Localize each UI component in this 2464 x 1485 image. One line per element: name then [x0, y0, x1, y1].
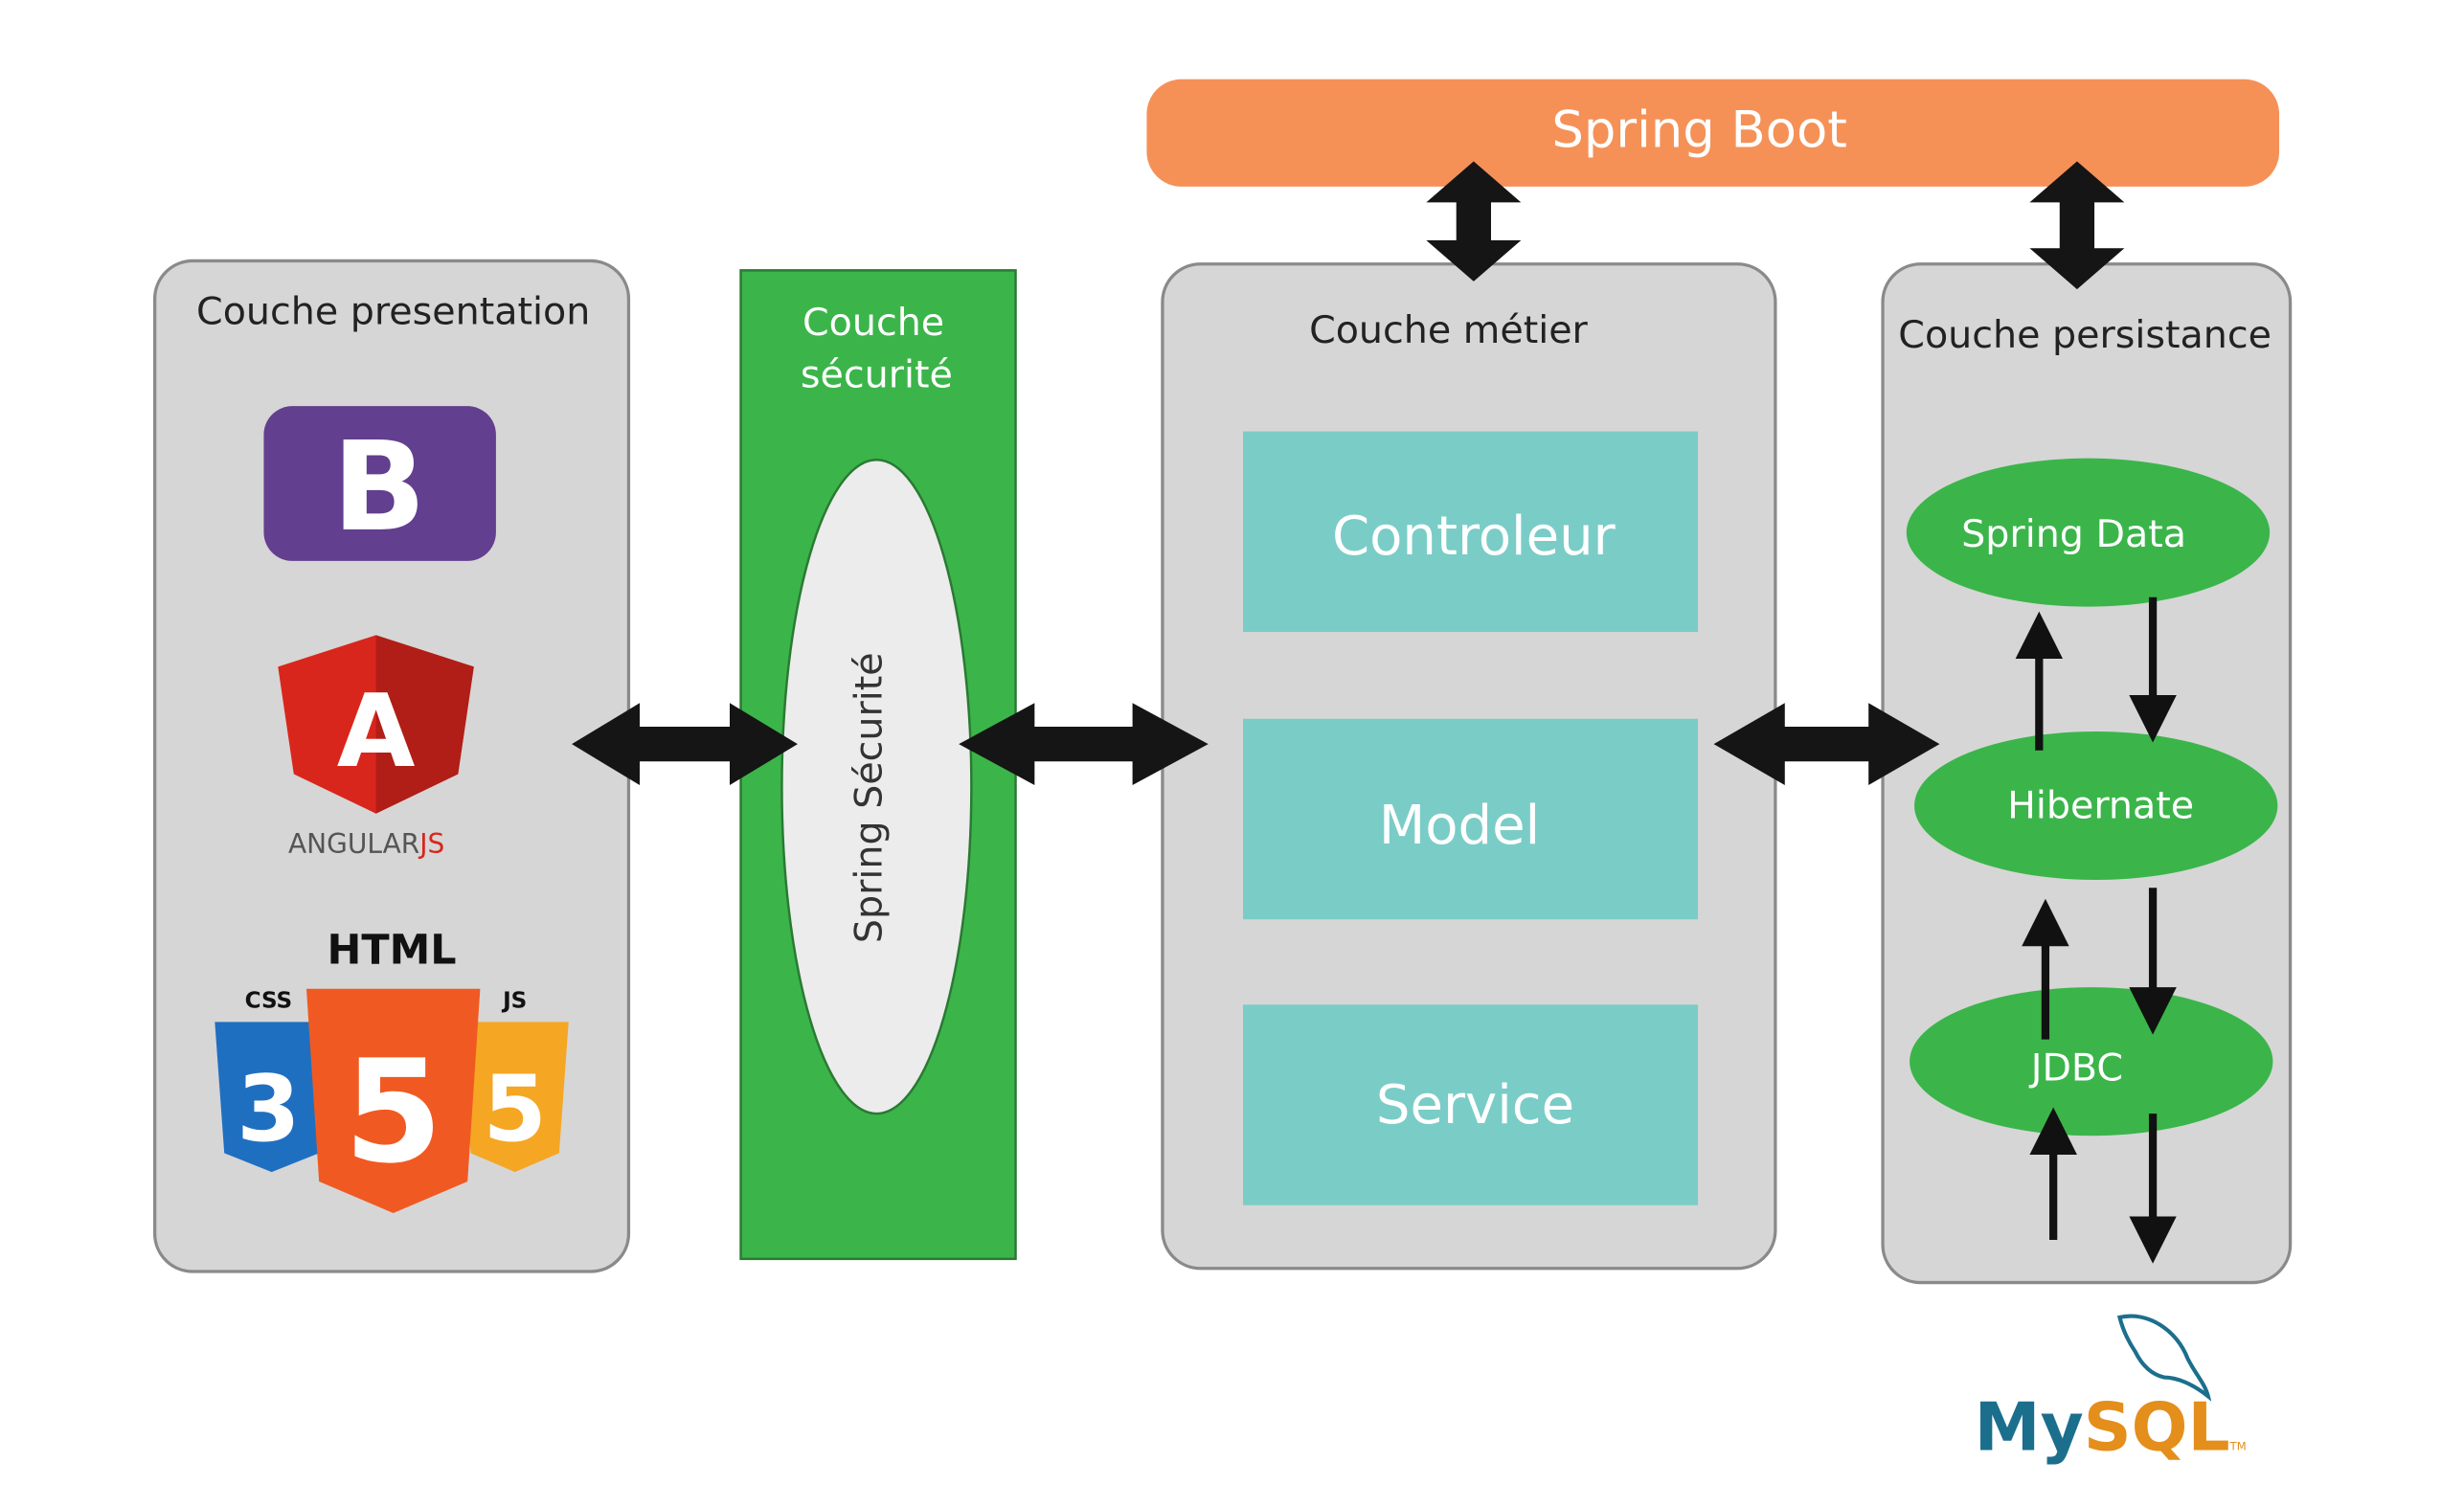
bootstrap-logo: B [263, 406, 496, 561]
mysql-tm: TM [2229, 1439, 2247, 1452]
model-box [1243, 718, 1699, 920]
bootstrap-letter: B [332, 416, 426, 559]
spring-boot-label: Spring Boot [1551, 101, 1847, 160]
angular-letter: A [337, 672, 416, 790]
mysql-logo: MySQLTM [1975, 1314, 2247, 1466]
html-label: HTML [327, 926, 456, 974]
js-number: 5 [483, 1055, 547, 1162]
persistence-layer: Couche persistance Spring Data Hibernate… [1881, 262, 2293, 1285]
dolphin-icon [2116, 1314, 2212, 1402]
business-title: Couche métier [1309, 308, 1588, 352]
angular-word: ANGULAR [288, 828, 419, 860]
persistence-flow-arrows [2015, 596, 2177, 1264]
spring-security-label: Spring Sécurité [847, 652, 891, 943]
persistence-title: Couche persistance [1898, 313, 2272, 357]
double-arrow-icon [1713, 703, 1940, 786]
controleur-box [1243, 431, 1699, 633]
jdbc-label: JDBC [2028, 1046, 2123, 1090]
angular-js: JS [418, 828, 444, 860]
mysql-wordmark: MySQLTM [1975, 1389, 2247, 1466]
business-layer: Couche métier Controleur Model Service [1161, 262, 1777, 1271]
mysql-my: My [1975, 1389, 2084, 1466]
presentation-layer: Couche presentation B A ANGULARJS HTML C… [152, 259, 631, 1273]
js-label: JS [501, 989, 527, 1014]
css-label: CSS [245, 989, 293, 1014]
mysql-sql: SQL [2084, 1389, 2230, 1466]
html-number: 5 [344, 1030, 442, 1196]
vertical-double-arrow-icon [2029, 161, 2125, 290]
security-layer: Couche sécurité Spring Sécurité [739, 269, 1017, 1261]
service-label: Service [1376, 1074, 1574, 1136]
presentation-title: Couche presentation [196, 289, 590, 333]
spring-security-ellipse [780, 459, 973, 1115]
angularjs-logo: A ANGULARJS [278, 635, 474, 860]
controleur-label: Controleur [1332, 506, 1616, 568]
security-title-line1: Couche [802, 301, 944, 345]
connector-arrows [572, 161, 2125, 786]
security-title-line2: sécurité [801, 352, 953, 396]
hibernate-label: Hibernate [2007, 784, 2194, 828]
jdbc-ellipse [1910, 987, 2273, 1136]
hibernate-ellipse [1914, 731, 2278, 880]
double-arrow-icon [959, 703, 1209, 786]
angularjs-wordmark: ANGULARJS [288, 828, 444, 860]
service-box [1243, 1004, 1699, 1205]
spring-data-ellipse [1906, 458, 2271, 607]
model-label: Model [1379, 795, 1540, 857]
css-number: 3 [237, 1055, 301, 1162]
spring-boot-bar: Spring Boot [1146, 79, 2280, 187]
double-arrow-icon [572, 703, 798, 786]
vertical-double-arrow-icon [1426, 161, 1522, 281]
spring-data-label: Spring Data [1961, 512, 2186, 556]
html-css-js-logo: HTML CSS JS 3 5 5 [215, 926, 569, 1214]
